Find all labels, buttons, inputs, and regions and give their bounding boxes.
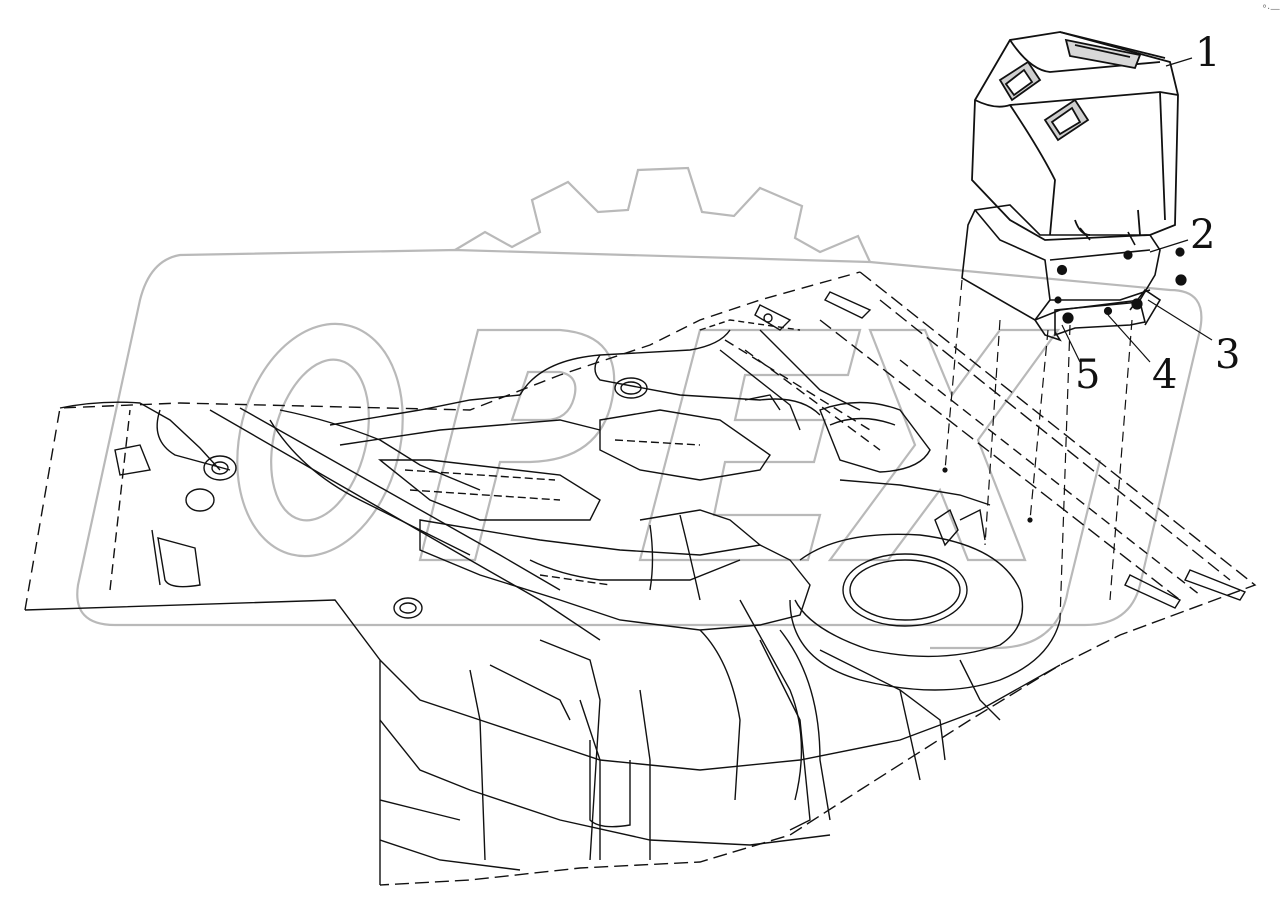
rear-floor-panel	[24, 271, 1257, 886]
watermark-logo	[76, 166, 1203, 650]
leader-line-5	[1061, 324, 1081, 363]
part-4-bolt	[1131, 298, 1143, 310]
fasteners	[942, 247, 1187, 523]
callout-4: 4	[1152, 352, 1177, 398]
leader-line-2	[1149, 239, 1189, 253]
part-5-washer	[1062, 312, 1074, 324]
leader-line-4	[1107, 314, 1151, 363]
part-1-console-cover	[971, 31, 1179, 241]
assembly-projection-lines	[944, 279, 1133, 621]
callout-leader-lines	[1061, 57, 1213, 363]
part-3-nut	[1175, 247, 1185, 257]
callout-2: 2	[1190, 212, 1215, 258]
callout-5: 5	[1075, 352, 1100, 398]
corner-mark: °·—	[1262, 4, 1280, 15]
callout-labels: 1 2 3 4 5	[1075, 30, 1240, 398]
callout-3: 3	[1215, 332, 1240, 378]
callout-1: 1	[1195, 30, 1220, 76]
leader-line-1	[1165, 57, 1193, 67]
part-3-nut	[1175, 274, 1187, 286]
leader-line-3	[1147, 299, 1213, 341]
